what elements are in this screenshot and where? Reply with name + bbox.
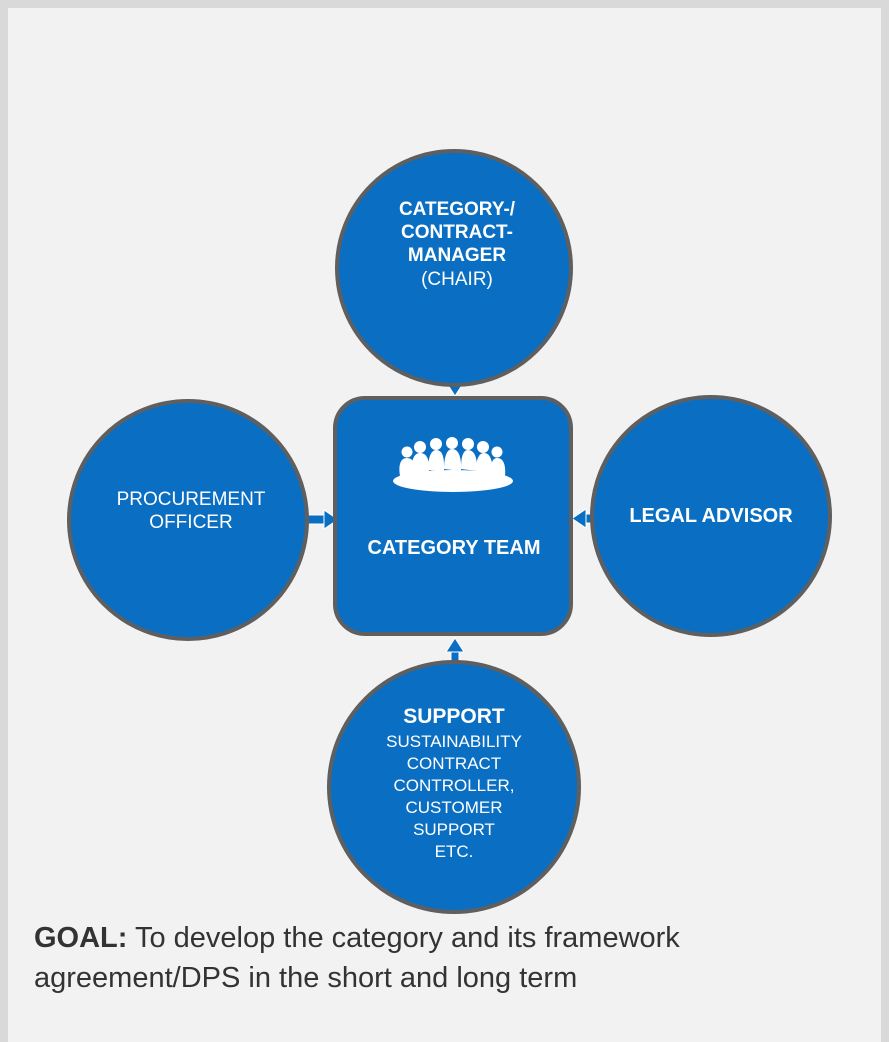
- contract-manager-subtitle: (CHAIR): [421, 268, 493, 290]
- legal-advisor-text: LEGAL ADVISOR: [629, 505, 793, 527]
- support-items: SUSTAINABILITY CONTRACT CONTROLLER, CUST…: [386, 731, 522, 862]
- support-title: SUPPORT: [403, 705, 505, 728]
- goal-text: To develop the category and its framewor…: [34, 922, 680, 995]
- legal-advisor-label: LEGAL ADVISOR: [596, 504, 826, 528]
- connector-left: [301, 509, 339, 530]
- meeting-table-people-icon: [393, 437, 513, 492]
- node-legal-advisor: [590, 395, 832, 637]
- contract-manager-label: CATEGORY-/ CONTRACT- MANAGER (CHAIR): [342, 198, 572, 291]
- category-team-label: CATEGORY TEAM: [336, 536, 572, 560]
- node-support: [327, 660, 581, 914]
- node-category-team: [333, 396, 573, 636]
- goal-statement: GOAL: To develop the category and its fr…: [34, 918, 864, 998]
- node-procurement-officer: [67, 399, 309, 641]
- category-team-text: CATEGORY TEAM: [367, 537, 541, 559]
- node-contract-manager: [335, 149, 573, 387]
- support-label: SUPPORT SUSTAINABILITY CONTRACT CONTROLL…: [334, 704, 574, 863]
- contract-manager-title: CATEGORY-/ CONTRACT- MANAGER: [398, 199, 516, 267]
- procurement-officer-label: PROCUREMENT OFFICER: [76, 488, 306, 534]
- goal-label: GOAL:: [34, 922, 128, 954]
- procurement-officer-text: PROCUREMENT OFFICER: [116, 489, 266, 534]
